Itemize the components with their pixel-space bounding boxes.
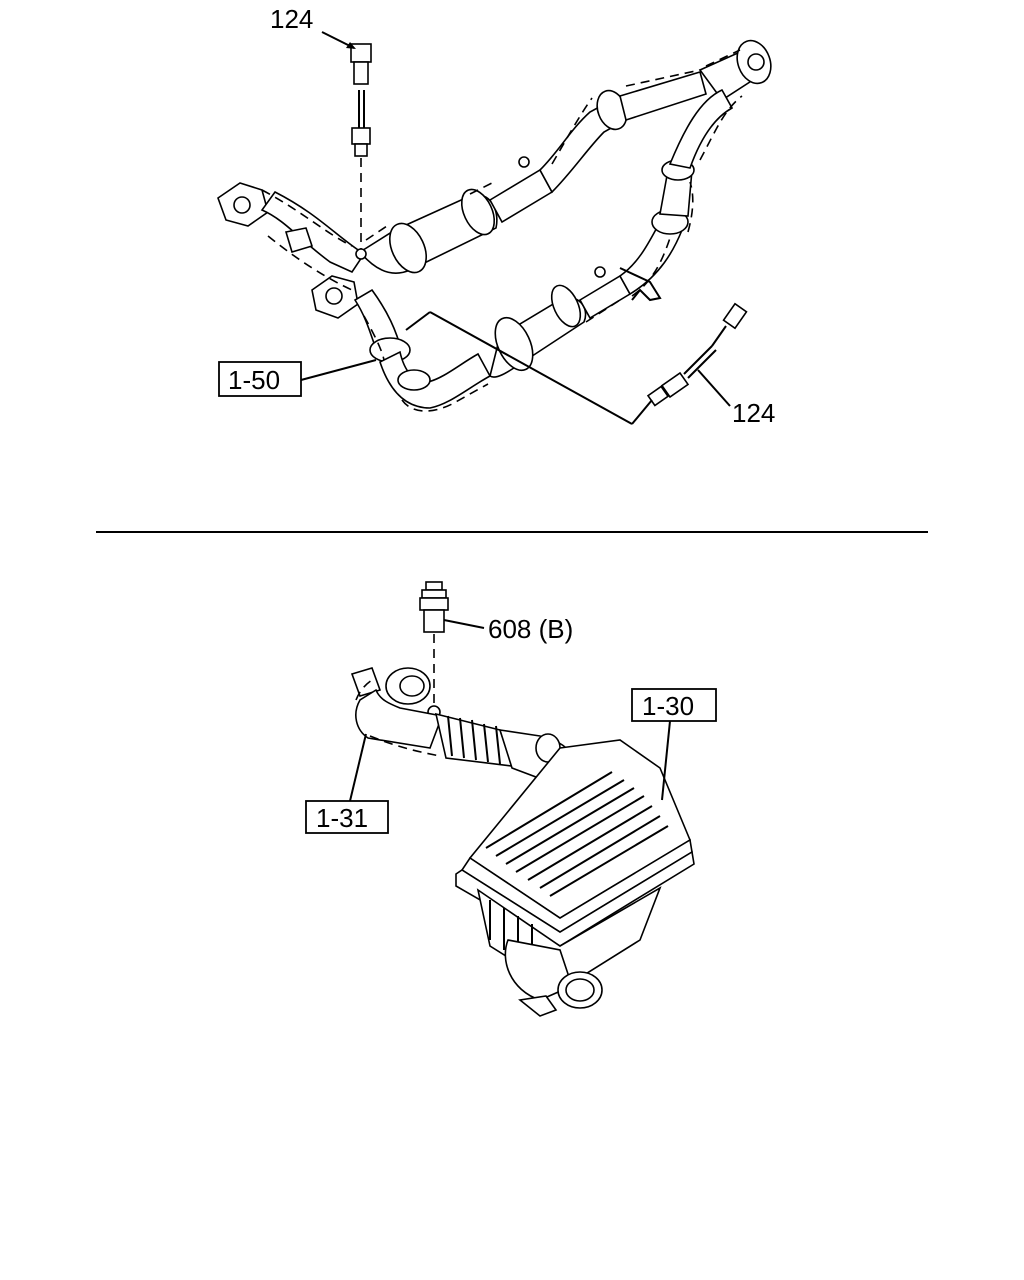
leader-1-31 — [349, 733, 367, 802]
callout-1-30: 1-30 — [642, 691, 694, 721]
callout-124-lower: 124 — [732, 398, 775, 428]
leader-1-50 — [300, 359, 377, 381]
callout-124-upper: 124 — [270, 4, 313, 34]
exhaust-front-pipe-drawing — [217, 39, 772, 412]
pipe-joint — [284, 227, 314, 253]
callout-1-50: 1-50 — [228, 365, 280, 395]
thermo-valve — [419, 581, 449, 719]
leader-1-30 — [661, 720, 671, 801]
callout-608-b: 608 (B) — [488, 614, 573, 644]
leader-sensor-to-pipe — [429, 311, 633, 425]
leader-124-lower — [697, 369, 731, 407]
oxygen-sensor-upper — [350, 43, 372, 260]
ref-box-1-31 — [305, 800, 389, 834]
callout-1-31: 1-31 — [316, 803, 368, 833]
oxygen-sensor-lower — [405, 302, 748, 425]
intake-duct — [350, 667, 584, 781]
air-cleaner-assembly — [455, 739, 695, 1017]
ref-box-1-30 — [631, 688, 717, 722]
ref-box-1-50 — [218, 361, 302, 397]
leader-608 — [443, 619, 485, 629]
